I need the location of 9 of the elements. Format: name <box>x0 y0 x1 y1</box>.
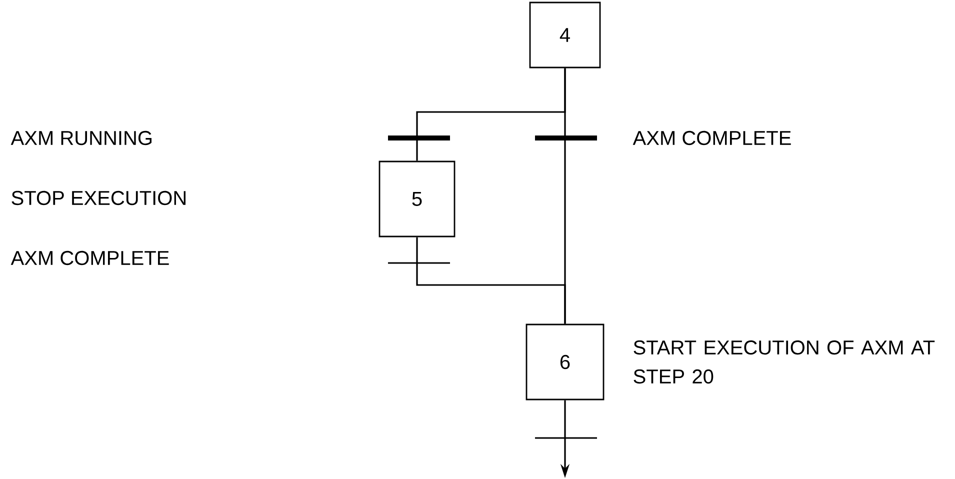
step-box: 4 <box>529 2 601 68</box>
action-text: START EXECUTION OF AXM AT STEP 20 <box>634 340 935 384</box>
transition-condition: AXM COMPLETE <box>632 130 791 146</box>
connector-line <box>416 237 566 324</box>
transition-condition: AXM RUNNING <box>10 130 152 146</box>
step-box: 6 <box>526 324 604 400</box>
transition-condition: AXM COMPLETE <box>10 250 169 266</box>
step-box: 5 <box>378 160 456 238</box>
transition-condition: STOP EXECUTION <box>12 190 186 206</box>
